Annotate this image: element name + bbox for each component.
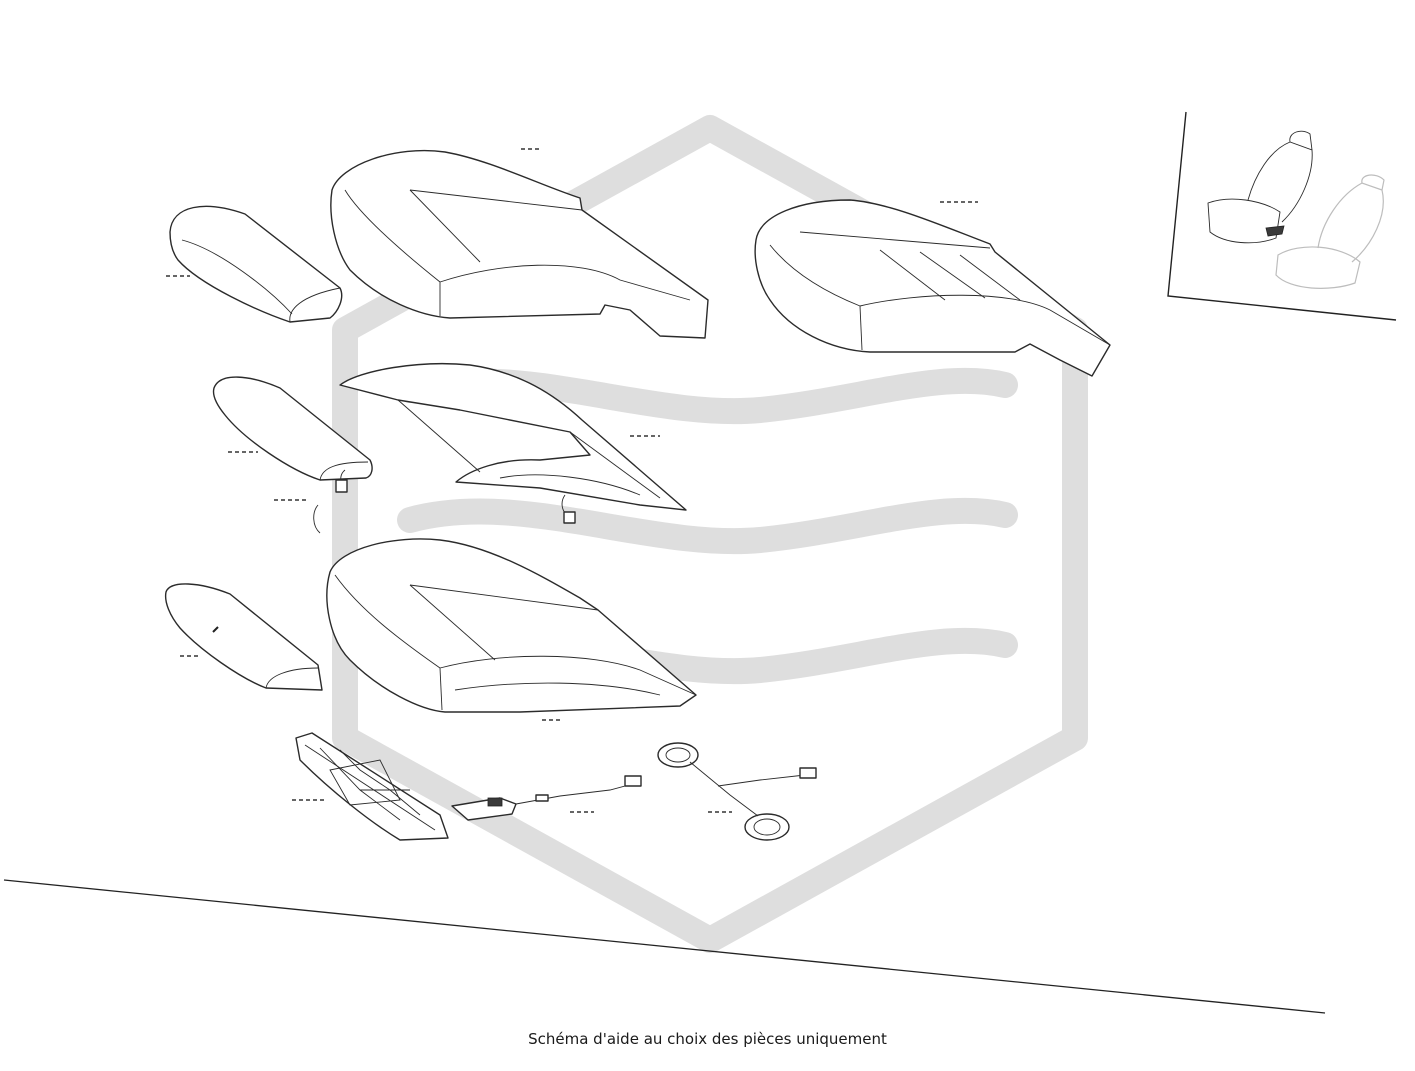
lower-bolster-part [164,583,323,691]
speaker-harness-part [657,742,817,841]
diagram-caption: Schéma d'aide au choix des pièces unique… [528,1030,887,1048]
seat-pan-part [295,732,449,841]
side-bolster-part [212,376,373,534]
heating-mat-part [339,363,687,524]
seat-upholstery-part [754,199,1111,377]
ground-line [3,879,1326,1014]
seat-foam-part [326,538,697,713]
headrest-cover-part [169,205,343,323]
callout-markers [166,148,978,813]
occupancy-sensor-part [451,775,642,821]
seat-thumbnail-icon [1167,111,1397,321]
seat-cover-part [330,149,709,339]
